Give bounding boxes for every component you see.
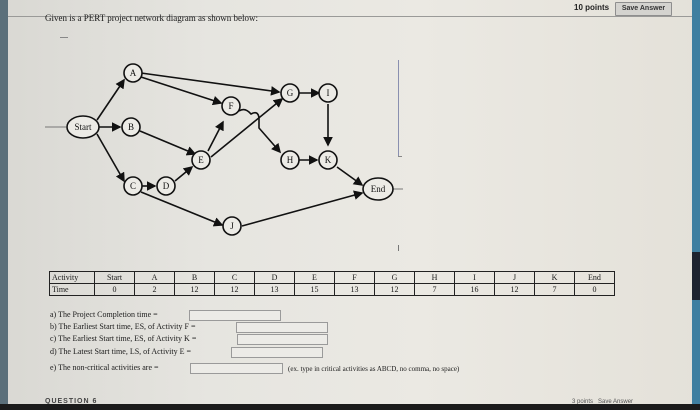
table-cell: 0 — [574, 283, 615, 296]
table-cell: 13 — [254, 283, 295, 296]
answer-b-input[interactable] — [236, 322, 328, 333]
points-label: 10 points — [574, 3, 610, 12]
node-h — [280, 150, 300, 170]
activity-time-table: Activity Start A B C D E F G H I J K End… — [49, 271, 615, 296]
answer-d-input[interactable] — [231, 347, 323, 358]
table-cell: 0 — [94, 283, 135, 296]
node-label: E — [198, 155, 204, 165]
table-row-activity: Activity Start A B C D E F G H I J K End — [49, 271, 615, 284]
table-cell: I — [454, 271, 495, 284]
node-e — [191, 150, 211, 170]
table-cell: G — [374, 271, 415, 284]
node-label: H — [287, 155, 294, 165]
table-cell: End — [574, 271, 615, 284]
table-cell: 13 — [334, 283, 375, 296]
answer-c-input[interactable] — [237, 334, 328, 345]
next-save-answer-button[interactable]: Save Answer — [598, 399, 634, 405]
node-label: F — [228, 101, 233, 111]
table-cell: 12 — [374, 283, 415, 296]
table-cell: F — [334, 271, 375, 284]
table-cell: H — [414, 271, 455, 284]
table-cell: 7 — [414, 283, 455, 296]
node-label: B — [128, 122, 134, 132]
question-c-label: c) The Earliest Start time, ES, of Activ… — [50, 334, 197, 343]
next-question-points: 3 points Save Answer — [572, 399, 633, 405]
node-label: I — [327, 88, 330, 98]
node-end — [362, 177, 394, 201]
node-label: D — [163, 181, 170, 191]
question-header: 10 points Save Answer — [8, 0, 692, 17]
node-start — [66, 115, 100, 139]
table-cell: C — [214, 271, 255, 284]
table-cell: 12 — [494, 283, 535, 296]
window-edge-right — [692, 0, 700, 410]
node-c — [123, 176, 143, 196]
table-cell: Start — [94, 271, 135, 284]
node-label: K — [325, 155, 332, 165]
save-answer-button[interactable]: Save Answer — [615, 2, 672, 16]
answer-e-input[interactable] — [190, 363, 283, 374]
row-header: Time — [49, 283, 95, 296]
node-i — [318, 83, 338, 103]
table-row-time: Time 0 2 12 12 13 15 13 12 7 16 12 7 0 — [49, 283, 615, 296]
node-label: C — [130, 181, 136, 191]
question-e-label: e) The non-critical activities are = — [50, 363, 159, 372]
window-edge-left — [0, 0, 8, 410]
node-a — [123, 63, 143, 83]
table-cell: K — [534, 271, 575, 284]
node-g — [280, 83, 300, 103]
next-points-text: 3 points — [572, 399, 594, 405]
table-cell: A — [134, 271, 175, 284]
answer-a-input[interactable] — [189, 310, 281, 321]
question-a-label: a) The Project Completion time = — [50, 310, 158, 319]
divider-line — [398, 60, 399, 156]
table-cell: E — [294, 271, 335, 284]
screen-bezel-bottom — [0, 404, 700, 410]
node-label: A — [130, 68, 137, 78]
table-cell: 16 — [454, 283, 495, 296]
table-cell: 12 — [214, 283, 255, 296]
scrollbar-thumb[interactable] — [692, 252, 700, 300]
row-header: Activity — [49, 271, 95, 284]
pert-network-diagram: Start A B C D E F G H I J K End — [45, 63, 403, 236]
table-cell: 12 — [174, 283, 215, 296]
node-j — [222, 216, 242, 236]
question-prompt: Given is a PERT project network diagram … — [45, 13, 259, 23]
next-question-label: QUESTION 6 — [45, 398, 98, 405]
table-cell: D — [254, 271, 295, 284]
node-b — [121, 117, 141, 137]
table-cell: J — [494, 271, 535, 284]
node-d — [156, 176, 176, 196]
node-label: J — [230, 221, 234, 231]
table-cell: B — [174, 271, 215, 284]
table-cell: 7 — [534, 283, 575, 296]
node-f — [221, 96, 241, 116]
table-cell: 15 — [294, 283, 335, 296]
node-label: G — [287, 88, 294, 98]
question-b-label: b) The Earliest Start time, ES, of Activ… — [50, 322, 196, 331]
table-cell: 2 — [134, 283, 175, 296]
divider-tick — [398, 156, 402, 157]
answer-format-hint: (ex. type in critical activities as ABCD… — [288, 365, 460, 373]
question-d-label: d) The Latest Start time, LS, of Activit… — [50, 347, 192, 356]
decorative-dash — [60, 37, 68, 38]
node-k — [318, 150, 338, 170]
node-label: Start — [75, 122, 92, 132]
node-label: End — [371, 184, 386, 194]
divider-mark — [398, 245, 399, 251]
